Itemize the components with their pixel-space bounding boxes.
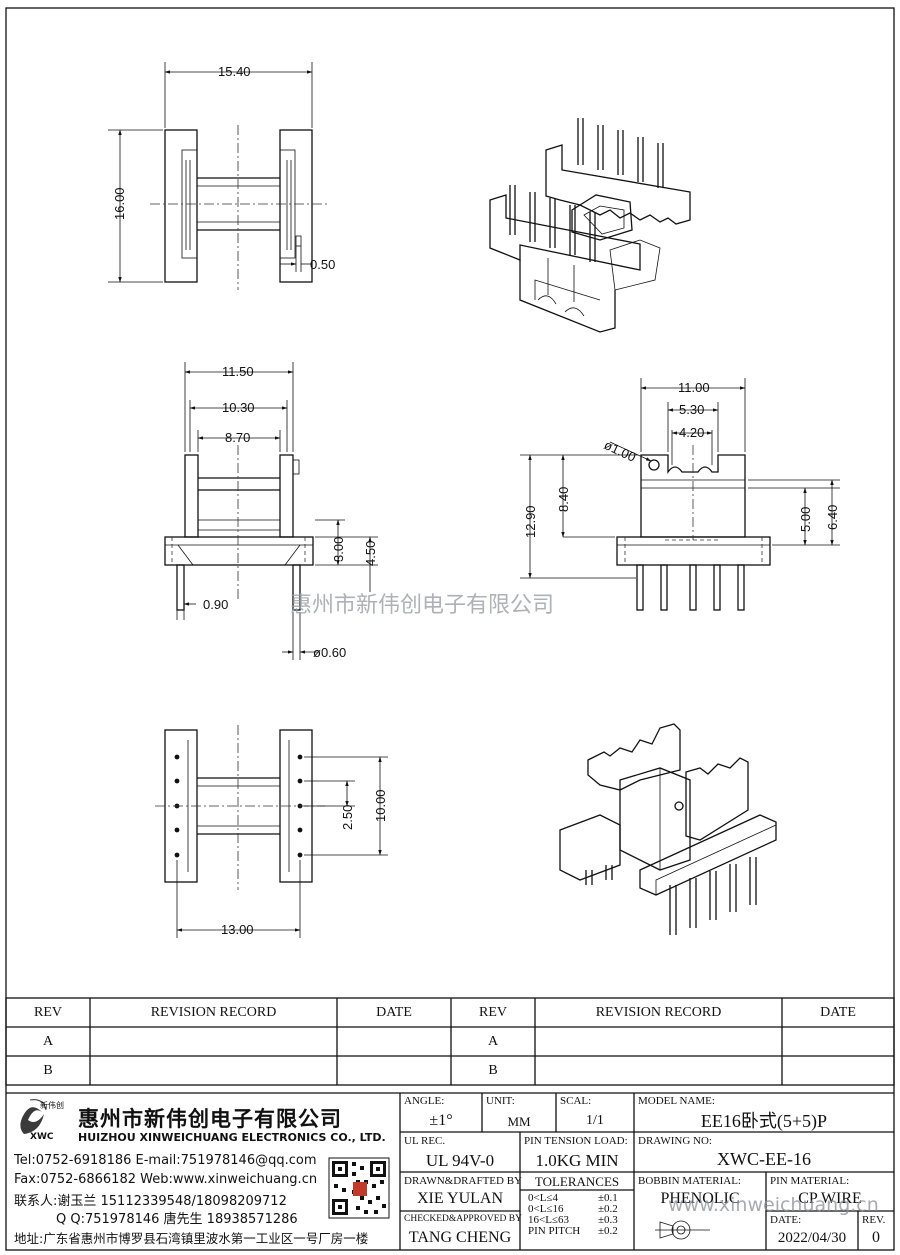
dim-side-w3: 4.20 — [679, 425, 704, 440]
dim-front-w2: 10.30 — [222, 400, 255, 415]
dim-front-h1: 3.00 — [331, 537, 346, 562]
watermark-url: www.xinweichuang.cn — [668, 1194, 879, 1216]
company-address: 地址:广东省惠州市博罗县石湾镇里波水第一工业区一号厂房一楼 — [14, 1231, 369, 1246]
dim-side-h4: 6.40 — [825, 505, 840, 530]
date-label: DATE: — [770, 1214, 802, 1226]
qr-code — [328, 1157, 390, 1219]
tension-label: PIN TENSION LOAD: — [524, 1135, 628, 1147]
company-contact: 联系人:谢玉兰 15112339548/18098209712 — [14, 1194, 287, 1209]
dim-front-w3: 8.70 — [225, 430, 250, 445]
logo-text: XWC — [30, 1132, 54, 1142]
dim-side-hole: ø1.00 — [602, 437, 638, 465]
pin-material-value: CP WIRE — [798, 1190, 862, 1207]
rev-b-left: B — [43, 1063, 53, 1078]
ul-label: UL REC. — [404, 1135, 446, 1147]
model-value: EE16卧式(5+5)P — [700, 1111, 828, 1131]
front-view — [164, 362, 378, 660]
isometric-view-bottom — [559, 723, 777, 935]
dim-side-h2: 8.40 — [556, 487, 571, 512]
pin-material-label: PIN MATERIAL: — [770, 1175, 850, 1187]
dim-front-h2: 4.50 — [363, 541, 378, 566]
bobbin-value: PHENOLIC — [660, 1190, 740, 1207]
unit-value: MM — [507, 1114, 531, 1129]
scale-label: SCAL: — [560, 1095, 592, 1107]
tol-range-2: 0<L≤16 — [528, 1203, 564, 1215]
watermark-company: 惠州市新伟创电子有限公司 — [290, 593, 554, 618]
revision-record-header-right: REVISION RECORD — [595, 1005, 722, 1020]
dim-bottom-span: 10.00 — [373, 789, 388, 822]
side-view — [520, 378, 840, 611]
angle-label: ANGLE: — [404, 1095, 445, 1107]
tol-value-4: ±0.2 — [598, 1225, 618, 1237]
tol-range-3: 16<L≤63 — [528, 1214, 569, 1226]
dim-top-gap: 0.50 — [310, 257, 335, 272]
company-name-en: HUIZHOU XINWEICHUANG ELECTRONICS CO., LT… — [78, 1131, 386, 1144]
tol-value-2: ±0.2 — [598, 1203, 618, 1215]
tol-value-1: ±0.1 — [598, 1192, 618, 1204]
unit-label: UNIT: — [486, 1095, 515, 1107]
rev-a-left: A — [42, 1034, 54, 1049]
company-logo — [20, 1099, 47, 1134]
bobbin-label: BOBBIN MATERIAL: — [638, 1175, 741, 1187]
tolerances-label: TOLERANCES — [534, 1174, 620, 1189]
rev-a-right: A — [487, 1034, 499, 1049]
rev-b-right: B — [488, 1063, 498, 1078]
company-tel: Tel:0752-6918186 E-mail:751978146@qq.com — [14, 1153, 317, 1168]
dim-side-w2: 5.30 — [679, 402, 704, 417]
tol-range-1: 0<L≤4 — [528, 1192, 558, 1204]
top-view — [108, 62, 330, 290]
checked-label: CHECKED&APPROVED BY — [404, 1214, 522, 1224]
bottom-view — [155, 725, 388, 938]
company-name-cn: 惠州市新伟创电子有限公司 — [78, 1107, 342, 1131]
checked-value: TANG CHENG — [408, 1229, 512, 1246]
tol-value-3: ±0.3 — [598, 1214, 618, 1226]
angle-value: ±1° — [429, 1112, 453, 1129]
isometric-view-top — [489, 118, 691, 333]
company-fax: Fax:0752-6866182 Web:www.xinweichuang.cn — [14, 1172, 318, 1187]
drawing-no-value: XWC-EE-16 — [717, 1149, 811, 1169]
revision-table-grid — [5, 997, 895, 1086]
logo-cn: 新伟创 — [40, 1101, 64, 1110]
date-header-left: DATE — [376, 1005, 412, 1020]
scale-value: 1/1 — [586, 1113, 604, 1128]
ul-value: UL 94V-0 — [425, 1151, 495, 1170]
dim-bottom-width: 13.00 — [221, 922, 254, 937]
dim-pin-dia: ø0.60 — [313, 645, 346, 660]
dim-pin-offset: 0.90 — [203, 597, 228, 612]
dim-side-w1: 11.00 — [678, 380, 710, 395]
model-label: MODEL NAME: — [638, 1095, 715, 1107]
date-header-right: DATE — [820, 1005, 856, 1020]
projection-symbol — [655, 1220, 710, 1240]
dim-top-height: 16.00 — [112, 187, 127, 220]
tension-value: 1.0KG MIN — [535, 1151, 619, 1170]
rev-label: REV. — [862, 1214, 886, 1226]
title-block-grid — [6, 1092, 894, 1250]
dim-side-h3: 5.00 — [798, 507, 813, 532]
rev-value: 0 — [872, 1229, 880, 1246]
company-qq: Q Q:751978146 唐先生 18938571286 — [56, 1212, 298, 1227]
dim-top-width: 15.40 — [218, 64, 251, 79]
date-value: 2022/04/30 — [777, 1230, 847, 1246]
dim-bottom-pitch: 2.50 — [340, 805, 355, 830]
dim-side-h1: 12.90 — [523, 505, 538, 538]
revision-record-header-left: REVISION RECORD — [150, 1005, 277, 1020]
drawn-value: XIE YULAN — [416, 1190, 504, 1207]
tol-range-4: PIN PITCH — [528, 1225, 581, 1237]
rev-header-right: REV — [479, 1005, 507, 1020]
sheet-border — [5, 7, 895, 1251]
drawn-label: DRAWN&DRAFTED BY — [404, 1175, 522, 1187]
dim-front-w1: 11.50 — [222, 364, 254, 379]
rev-header-left: REV — [34, 1005, 62, 1020]
drawing-no-label: DRAWING NO: — [638, 1135, 712, 1147]
